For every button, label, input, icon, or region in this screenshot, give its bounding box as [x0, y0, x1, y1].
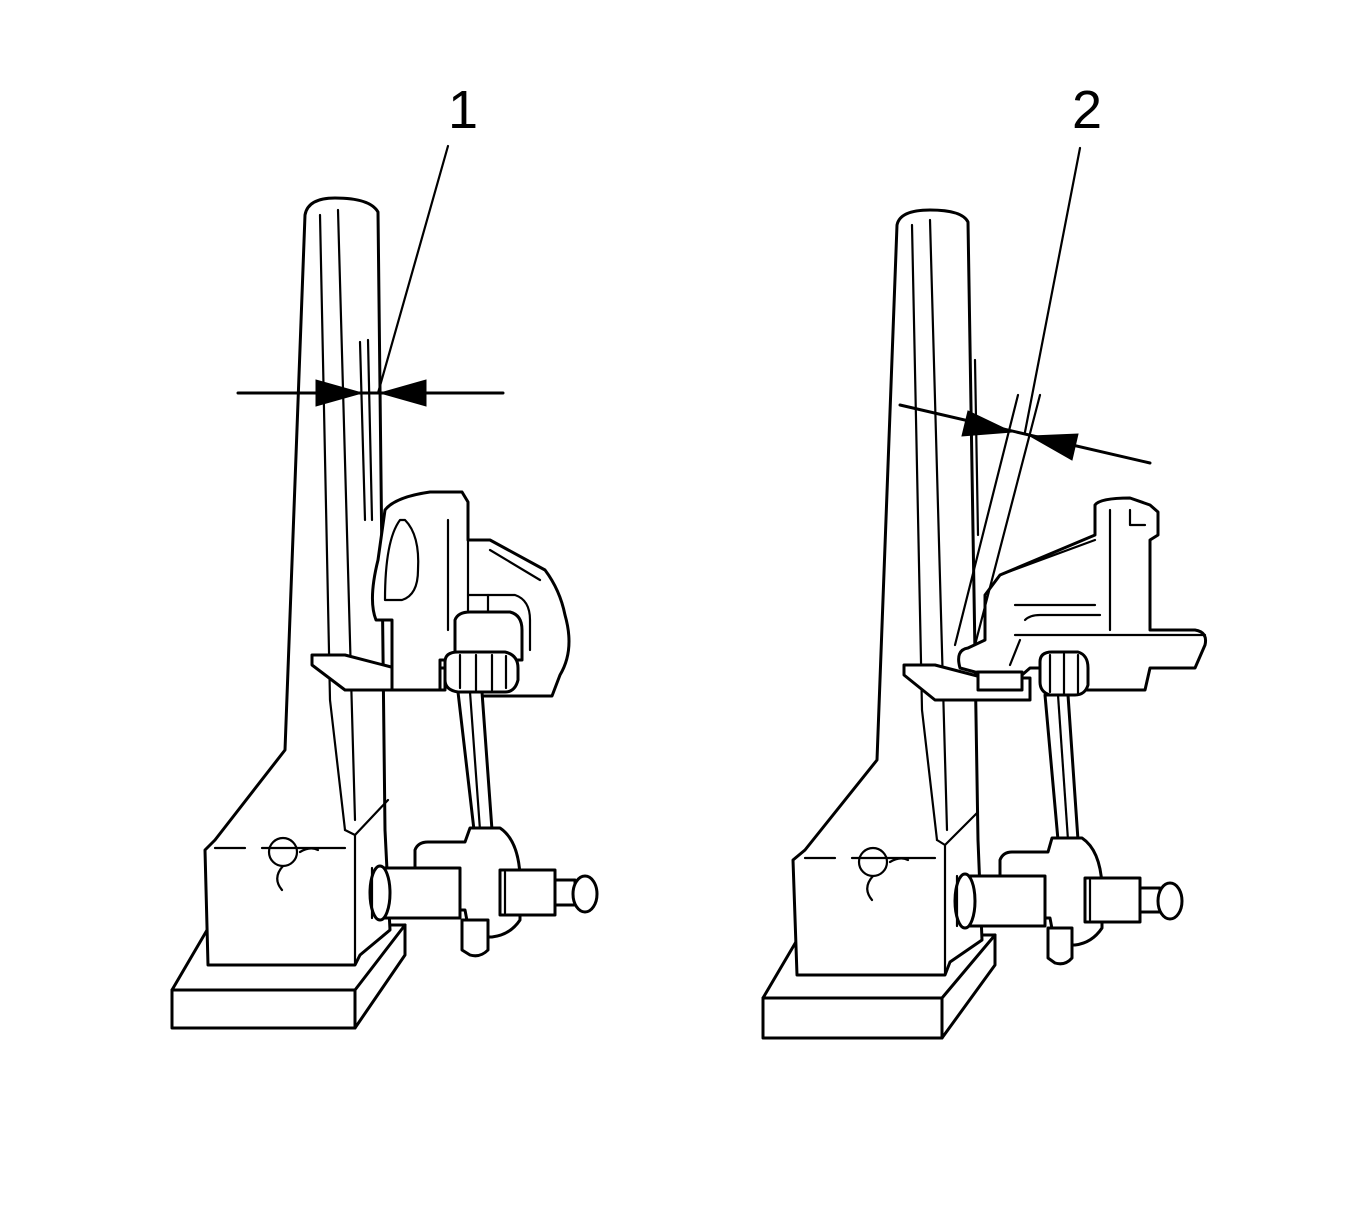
right-arrow-left — [1028, 433, 1079, 461]
left-arrow-right — [315, 379, 364, 407]
right-measurement — [898, 146, 1152, 647]
left-nut — [498, 868, 557, 917]
left-fixture-assembly — [170, 196, 599, 1030]
callout-2: 2 — [1072, 80, 1102, 140]
right-lower-clamp — [998, 836, 1104, 947]
right-rod-shank — [1043, 693, 1080, 842]
left-rod-small-end — [453, 610, 524, 662]
left-lower-eyelet — [460, 918, 490, 958]
leader-line-1 — [376, 144, 450, 395]
right-fixture-assembly — [761, 208, 1207, 1040]
left-measurement — [236, 144, 505, 522]
right-nut — [1083, 876, 1142, 924]
right-arrow-right — [961, 410, 1014, 437]
callout-1: 1 — [448, 80, 478, 140]
right-lower-eyelet — [1046, 926, 1074, 966]
leader-line-2 — [1023, 146, 1082, 434]
left-arrow-left — [378, 379, 427, 407]
left-rod-knurl — [443, 650, 520, 694]
